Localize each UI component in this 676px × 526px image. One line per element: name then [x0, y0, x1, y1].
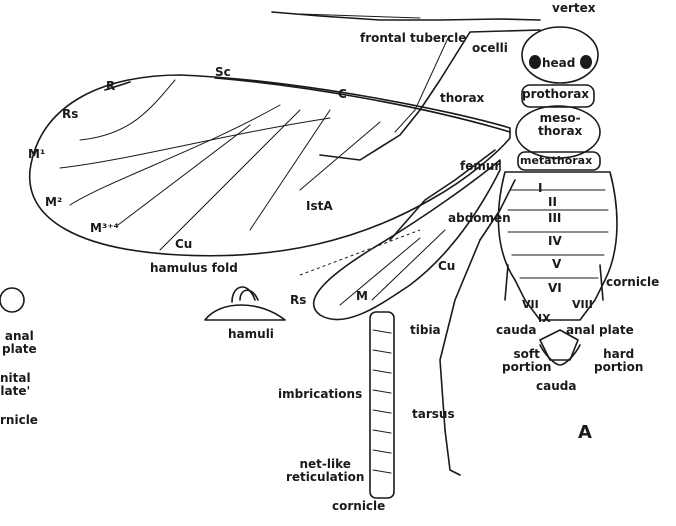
- label-seg-IX: IX: [538, 312, 551, 325]
- hindwing-vein-M: [340, 238, 420, 305]
- label-seg-II: II: [548, 196, 557, 209]
- label-hamuli: hamuli: [228, 328, 274, 341]
- label-Rs-hind: Rs: [290, 294, 306, 307]
- head-outline: [522, 27, 598, 83]
- label-M1: M¹: [28, 148, 45, 161]
- label-netlike-reticulation: net-like reticulation: [286, 458, 364, 484]
- label-C: C: [338, 88, 347, 101]
- vein-M1: [60, 118, 330, 168]
- label-figure-A: A: [578, 426, 592, 439]
- cornicle-left-tube: [505, 265, 508, 300]
- label-IstA: IstA: [306, 200, 333, 213]
- label-cauda-lower: cauda: [536, 380, 576, 393]
- label-cornicle-right: cornicle: [606, 276, 659, 289]
- antenna-lower-inner: [395, 38, 448, 132]
- vein-M2: [70, 105, 280, 205]
- label-hamulus-fold: hamulus fold: [150, 262, 238, 275]
- label-prothorax: prothorax: [522, 88, 589, 101]
- label-vertex: vertex: [552, 2, 596, 15]
- label-anal-plate-left: anal plate: [2, 330, 37, 356]
- label-M2: M²: [45, 196, 62, 209]
- left-anal-plate: [0, 288, 24, 312]
- label-abdomen: abdomen: [448, 212, 511, 225]
- label-seg-IV: IV: [548, 235, 562, 248]
- label-tarsus: tarsus: [412, 408, 455, 421]
- vein-Rs: [80, 80, 175, 140]
- label-mesothorax: meso- thorax: [538, 112, 582, 138]
- label-Cu-fore: Cu: [175, 238, 192, 251]
- label-hard-portion: hard portion: [594, 348, 643, 374]
- label-Cu-hind: Cu: [438, 260, 455, 273]
- label-cornicle-bottom: cornicle: [332, 500, 385, 513]
- forewing-costal-vein: [215, 78, 510, 132]
- vein-M34: [118, 125, 250, 225]
- label-imbrications: imbrications: [278, 388, 362, 401]
- cornicle-imbrications: [373, 330, 391, 473]
- hindwing-outline: [314, 160, 500, 320]
- label-tibia: tibia: [410, 324, 441, 337]
- label-femur: femur: [460, 160, 500, 173]
- label-seg-I: I: [538, 182, 542, 195]
- label-cauda: cauda: [496, 324, 536, 337]
- label-ocelli: ocelli: [472, 42, 508, 55]
- label-seg-VIII: VIII: [572, 298, 593, 311]
- label-Sc: Sc: [215, 66, 231, 79]
- label-thorax: thorax: [440, 92, 484, 105]
- label-frontal-tubercle: frontal tubercle: [360, 32, 466, 45]
- label-seg-III: III: [548, 212, 561, 225]
- label-anal-plate-right: anal plate: [566, 324, 634, 337]
- hamuli-drawing: [205, 305, 285, 320]
- label-seg-V: V: [552, 258, 561, 271]
- vein-IstA: [300, 122, 380, 190]
- label-R: R: [106, 80, 115, 93]
- label-metathorax: metathorax: [520, 154, 592, 167]
- label-seg-VII: VII: [522, 298, 539, 311]
- hind-leg-tarsus: [445, 430, 460, 475]
- label-seg-VI: VI: [548, 282, 562, 295]
- label-head: head: [542, 57, 575, 70]
- label-cornicle-left: rnicle: [0, 414, 38, 427]
- label-genital-plate-left: nital late': [0, 372, 31, 398]
- eye-right: [580, 55, 592, 69]
- hamuli-hooks: [232, 287, 258, 302]
- label-M34: M³⁺⁴: [90, 222, 119, 235]
- eye-left: [529, 55, 541, 69]
- cornicle-right-tube: [600, 265, 603, 300]
- label-soft-portion: soft portion: [502, 348, 551, 374]
- label-Rs-fore: Rs: [62, 108, 78, 121]
- antenna-upper: [272, 12, 540, 20]
- label-M-hind: M: [356, 290, 368, 303]
